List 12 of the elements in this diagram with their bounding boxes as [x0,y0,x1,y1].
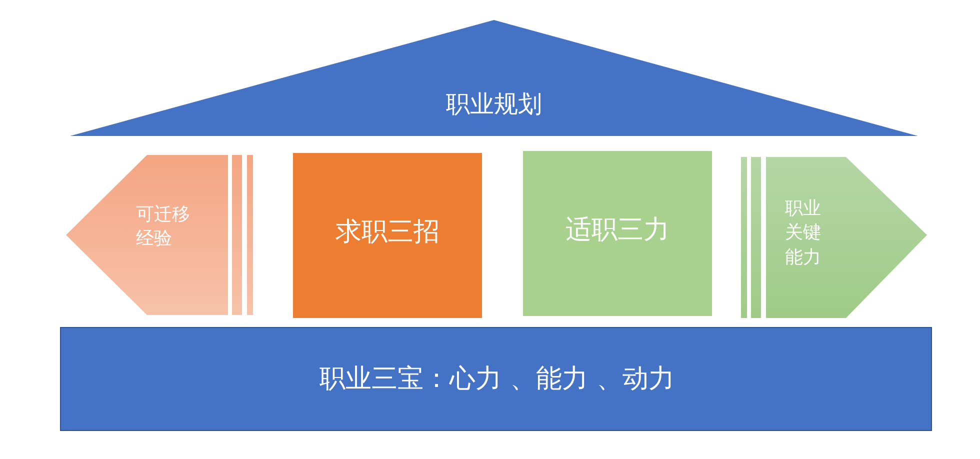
title-text: 职业规划 [445,89,543,120]
label-text: 职业关键能力 [785,197,822,270]
label-text: 职业三宝：心力 、能力 、动力 [318,363,676,396]
label-text: 求职三招 [334,216,440,249]
label-text: 可迁移经验 [136,203,191,252]
roof-triangle [70,20,918,136]
process-box [293,153,482,318]
process-box [523,151,712,316]
pointed-banner [66,155,253,315]
pointed-banner [741,157,927,318]
label-text: 适职三力 [564,214,670,247]
base-bar [60,327,932,431]
